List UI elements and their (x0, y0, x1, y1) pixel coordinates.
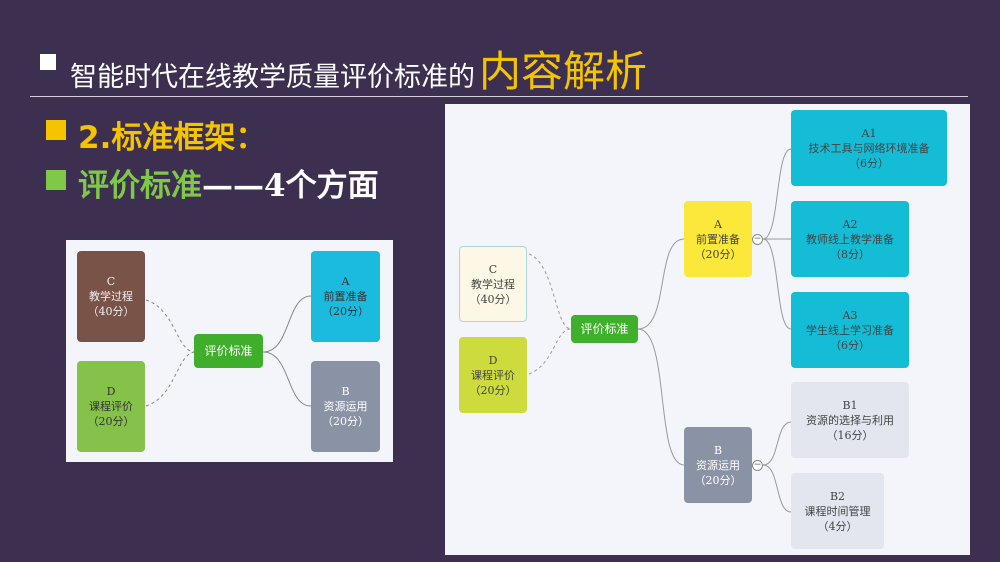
node-text: B2 (829, 489, 846, 503)
node-text: 前置准备 (696, 232, 740, 246)
node-text: D (106, 385, 116, 398)
node-text: 教师线上教学准备 (806, 232, 894, 246)
node-text: 学生线上学习准备 (806, 323, 894, 337)
node-text: （4分） (817, 519, 858, 533)
node-text: （8分） (830, 247, 870, 261)
node-text: （20分） (87, 415, 135, 428)
node-b: B 资源运用 （20分） (311, 361, 380, 452)
node-text: A2 (842, 217, 858, 231)
bullet-square-icon (40, 54, 56, 70)
node-text: （20分） (694, 247, 742, 261)
subheading-suffix: ——4个方面 (202, 168, 379, 204)
collapse-a-button[interactable]: − (752, 234, 763, 245)
node-text: A3 (842, 308, 858, 322)
node-text: （6分） (830, 338, 870, 352)
node-text: 课程评价 (89, 400, 133, 413)
node-text: D (488, 353, 498, 367)
node-text: （20分） (694, 473, 742, 487)
bullet-square-icon (46, 170, 66, 190)
bullet-square-icon (46, 120, 66, 140)
title-text: 智能时代在线教学质量评价标准的 (70, 62, 475, 93)
node-text: （40分） (469, 292, 517, 306)
subheading-text: 评价标准 (78, 168, 202, 204)
node-text: （20分） (469, 383, 517, 397)
node-text: A (714, 217, 722, 231)
node-text: （40分） (87, 305, 135, 318)
node-text: A (341, 275, 350, 288)
collapse-b-button[interactable]: − (752, 460, 763, 471)
node-text: B (713, 443, 723, 457)
node-text: （20分） (322, 305, 369, 318)
node-text: 资源运用 (696, 458, 740, 472)
center-node: 评价标准 (194, 334, 263, 368)
node-text: 教学过程 (471, 277, 515, 291)
node-text: C (106, 275, 116, 288)
node-text: 资源运用 (323, 400, 368, 413)
node-text: 课程时间管理 (804, 504, 871, 518)
node-a: A 前置准备 （20分） (311, 251, 380, 342)
node-text: 教学过程 (89, 290, 133, 303)
node-d: D 课程评价 （20分） (77, 361, 145, 452)
node-text: 前置准备 (323, 290, 368, 303)
node-text: 资源的选择与利用 (806, 413, 894, 427)
large-map-connectors (528, 148, 792, 513)
node-text: A1 (861, 126, 877, 140)
node-text: 课程评价 (471, 368, 515, 382)
node-text: （20分） (322, 415, 369, 428)
section-subheading: 评价标准——4个方面 (78, 160, 379, 205)
node-text: B (341, 385, 350, 398)
section-heading: 2.标准框架： (78, 120, 267, 156)
node-c: C 教学过程 （40分） (77, 251, 145, 342)
small-map-connectors (145, 295, 312, 407)
title-highlight: 内容解析 (479, 47, 648, 96)
node-text: 技术工具与网络环境准备 (808, 141, 930, 155)
page-title: 智能时代在线教学质量评价标准的内容解析 (70, 38, 647, 99)
divider (30, 96, 968, 97)
node-text: B1 (842, 398, 858, 412)
node-text: （6分） (849, 156, 889, 170)
node-text: C (488, 262, 498, 276)
node-text: （16分） (826, 428, 874, 442)
center-node: 评价标准 (571, 315, 638, 343)
